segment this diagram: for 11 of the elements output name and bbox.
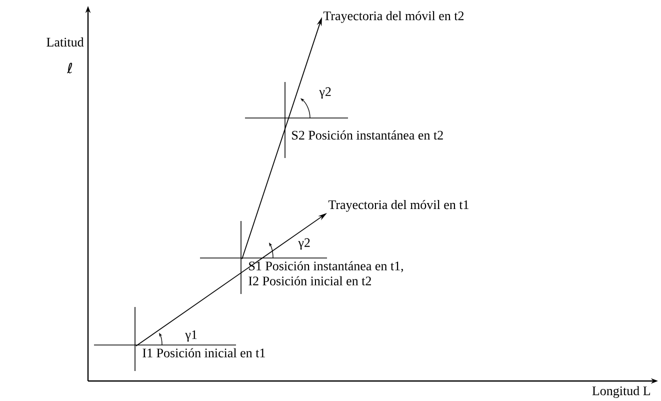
axis-label: Latitud [46, 37, 84, 47]
axis-label: Longitud L [592, 386, 650, 398]
trajectory-label: Trayectoria del móvil en t1 [328, 200, 468, 212]
angle-label: γ2 [298, 238, 310, 250]
angle-label: γ1 [185, 330, 197, 342]
position-label: S2 Posición instantánea en t2 [292, 130, 443, 140]
trajectory-label: Trayectoria del móvil en t2 [323, 11, 464, 23]
position-label: I1 Posición inicial en t1 [142, 348, 265, 358]
angle-label: γ2 [319, 87, 331, 99]
axis-label: ℓ [66, 62, 72, 74]
position-label: S1 Posición instantánea en t1, I2 Posición inicial en t2 [248, 261, 404, 286]
